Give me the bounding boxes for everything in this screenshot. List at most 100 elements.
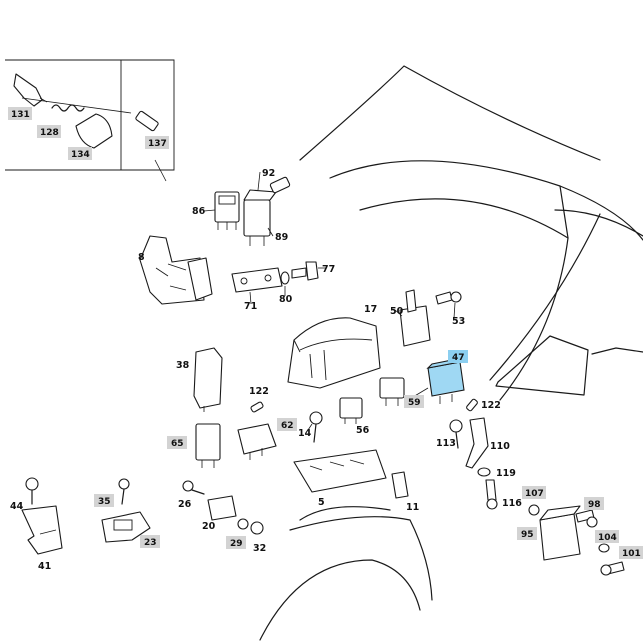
- bolt-116: [485, 479, 498, 510]
- svg-text:47: 47: [452, 353, 465, 363]
- inset-panel: [5, 59, 175, 171]
- washer-29: [237, 518, 249, 530]
- svg-text:101: 101: [622, 549, 641, 559]
- bolt-113: [449, 419, 463, 449]
- washer-80: [280, 271, 290, 285]
- badge-101[interactable]: 101: [619, 546, 643, 559]
- callout-80: 80: [279, 294, 293, 305]
- badge-128[interactable]: 128: [37, 125, 61, 138]
- svg-text:62: 62: [281, 421, 294, 431]
- callout-20: 20: [202, 521, 216, 532]
- leader-lines: [21, 97, 456, 431]
- badge-134[interactable]: 134: [68, 147, 92, 160]
- cover-17: [287, 317, 381, 389]
- bolt-77: [291, 261, 319, 281]
- callout-labels: 8 86 92 89 77 71 80 17 50 53 38 122 14 5…: [10, 168, 522, 572]
- washer-119: [477, 467, 491, 477]
- callout-53: 53: [452, 316, 465, 327]
- badge-62[interactable]: 62: [277, 418, 297, 431]
- badge-104[interactable]: 104: [595, 530, 619, 543]
- relay-50: [399, 289, 431, 347]
- callout-71: 71: [244, 301, 257, 312]
- bolt-53: [435, 291, 462, 305]
- callout-116: 116: [502, 498, 522, 509]
- badge-65[interactable]: 65: [167, 436, 187, 449]
- bracket-20: [207, 495, 237, 521]
- callout-38: 38: [176, 360, 190, 371]
- badge-137[interactable]: 137: [145, 136, 169, 149]
- bolt-101: [600, 561, 625, 576]
- callout-5: 5: [318, 497, 325, 508]
- callout-50: 50: [390, 306, 404, 317]
- badge-23[interactable]: 23: [140, 535, 160, 548]
- svg-text:128: 128: [40, 128, 59, 138]
- svg-text:95: 95: [521, 530, 534, 540]
- badge-29[interactable]: 29: [226, 536, 246, 549]
- holder-23: [101, 511, 151, 543]
- bracket-8: [139, 235, 213, 305]
- callout-77: 77: [322, 264, 335, 275]
- badge-95[interactable]: 95: [517, 527, 537, 540]
- callout-41: 41: [38, 561, 51, 572]
- fuse-137: [135, 110, 159, 132]
- svg-text:98: 98: [588, 500, 601, 510]
- svg-text:29: 29: [230, 539, 243, 549]
- fuse-122-right: [466, 398, 478, 412]
- fuse-122-left: [250, 401, 264, 413]
- sleeve-134: [75, 113, 113, 149]
- bracket-110: [465, 417, 489, 469]
- relay-89: [243, 189, 277, 246]
- callout-86: 86: [192, 206, 206, 217]
- callout-92: 92: [262, 168, 275, 179]
- spring-128: [51, 104, 85, 112]
- nut-32: [250, 521, 264, 535]
- relay-59: [379, 377, 405, 406]
- relay-47-highlighted[interactable]: [426, 357, 465, 404]
- relay-38: [193, 347, 223, 412]
- screw-35: [118, 478, 130, 505]
- callout-8: 8: [138, 252, 145, 263]
- svg-text:107: 107: [525, 489, 544, 499]
- callout-89: 89: [275, 232, 288, 243]
- callout-14: 14: [298, 428, 312, 439]
- badge-47[interactable]: 47: [448, 350, 468, 363]
- relay-65: [195, 423, 221, 468]
- connector-pin-131: [13, 73, 48, 107]
- badge-98[interactable]: 98: [584, 497, 604, 510]
- fuse-92: [269, 176, 291, 194]
- badge-35[interactable]: 35: [94, 494, 114, 507]
- bolt-44: [25, 477, 39, 505]
- svg-text:131: 131: [11, 110, 30, 120]
- relay-95: [539, 505, 581, 561]
- bolt-26: [182, 480, 205, 495]
- callout-119: 119: [496, 468, 516, 479]
- callout-56: 56: [356, 425, 370, 436]
- nut-107: [528, 504, 540, 516]
- svg-text:134: 134: [71, 150, 90, 160]
- callout-110: 110: [490, 441, 510, 452]
- svg-text:65: 65: [171, 439, 184, 449]
- relay-56: [339, 397, 363, 424]
- bracket-5: [293, 449, 387, 493]
- callout-17: 17: [364, 304, 377, 315]
- body-outline: [259, 65, 643, 641]
- badge-callouts: 131 128 134 137 62 65 59 47: [8, 107, 643, 559]
- relay-86: [214, 191, 240, 230]
- bolt-14: [309, 411, 323, 443]
- washer-104: [598, 543, 610, 553]
- bolt-98: [575, 509, 598, 528]
- callout-32: 32: [253, 543, 266, 554]
- callout-122-right: 122: [481, 400, 501, 411]
- callout-122-left: 122: [249, 386, 269, 397]
- svg-text:137: 137: [148, 139, 167, 149]
- bracket-41: [21, 505, 63, 555]
- callout-44: 44: [10, 501, 24, 512]
- badge-59[interactable]: 59: [404, 395, 424, 408]
- clip-11: [391, 471, 409, 499]
- bracket-71: [231, 267, 283, 293]
- svg-text:35: 35: [98, 497, 111, 507]
- badge-107[interactable]: 107: [522, 486, 546, 499]
- badge-131[interactable]: 131: [8, 107, 32, 120]
- svg-text:59: 59: [408, 398, 421, 408]
